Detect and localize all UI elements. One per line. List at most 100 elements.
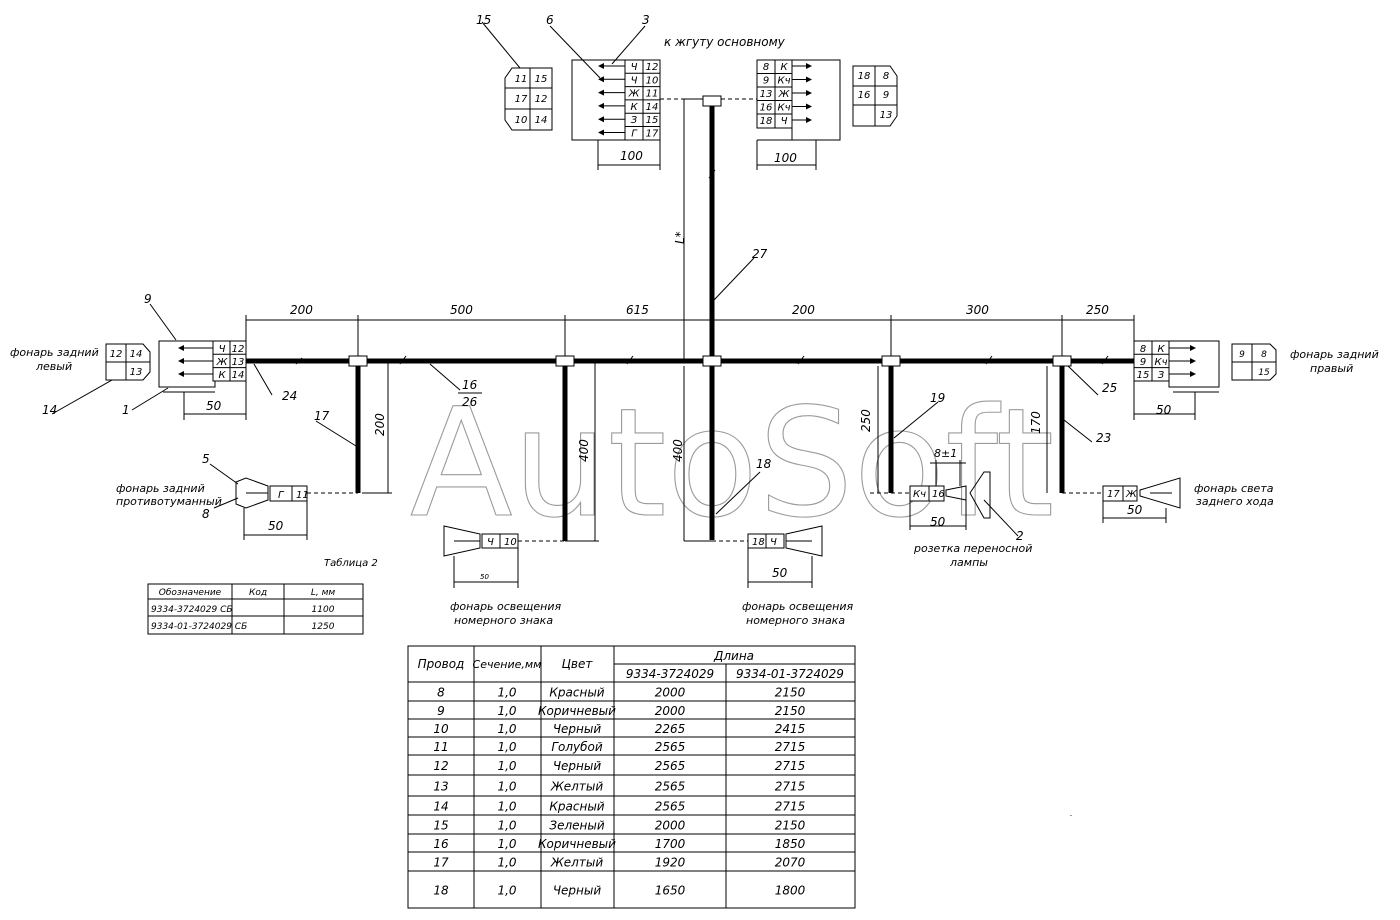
- pinout-14-cell: 12: [110, 349, 123, 360]
- wire-table-header: Провод: [418, 657, 465, 671]
- header-label: к жгуту основному: [664, 35, 786, 49]
- wire-table-cell: 2150: [775, 819, 806, 833]
- wire-table-cell: 2565: [655, 740, 686, 754]
- dim-top-6: 250: [1086, 303, 1109, 317]
- wire-table-cell: Коричневый: [538, 704, 616, 718]
- connector-pin: 12: [232, 344, 245, 355]
- table2-header: Обозначение: [159, 588, 222, 598]
- wire-table-cell: Черный: [553, 722, 602, 736]
- lamp-fog-1: фонарь задний: [116, 482, 205, 495]
- callout-8: 8: [202, 507, 210, 521]
- pinout-rear-right-cell: 15: [1258, 368, 1270, 378]
- dim-chain-top: [245, 315, 1135, 356]
- plug-fog-code: Г: [278, 490, 285, 501]
- pinout-14-cell: 14: [130, 349, 143, 360]
- dim-plate-right: 50: [772, 566, 788, 580]
- wire-table-cell: Желтый: [550, 856, 603, 870]
- wire-table-cell: 1650: [655, 884, 686, 898]
- wire-table-cell: 1,0: [497, 780, 516, 794]
- plug-plate-left-pin: 10: [504, 537, 517, 548]
- wire-arrow: [1190, 358, 1196, 364]
- connector-pin: 9: [1140, 357, 1146, 368]
- wire-table-frame: [407, 645, 856, 909]
- connector-code: К: [1157, 344, 1165, 355]
- lamp-plate-left-1: фонарь освещения: [450, 600, 562, 613]
- wire-table-cell: 2150: [775, 686, 806, 700]
- wire-table-cell: 17: [433, 856, 449, 870]
- wire-table-cell: 1,0: [497, 740, 516, 754]
- pinout-15-cell: 12: [535, 94, 548, 105]
- wire-arrow: [1190, 345, 1196, 351]
- table2-cell: 1250: [312, 622, 335, 632]
- callout-27: 27: [752, 247, 768, 261]
- dim-top-2: 500: [450, 303, 473, 317]
- dim-top-5: 300: [966, 303, 989, 317]
- connector-code: Ж: [628, 89, 641, 100]
- wire-table-cell: 1920: [655, 856, 686, 870]
- wire-table-cell: 2070: [775, 856, 806, 870]
- pinout-rear-right-cell: 8: [1261, 350, 1267, 360]
- wire-arrow: [178, 358, 184, 364]
- dim-top-1: 200: [290, 303, 313, 317]
- dim-socket: 50: [930, 515, 946, 529]
- watermark: AutoSoft: [410, 377, 1054, 551]
- pinout-right-cell: 9: [883, 90, 889, 101]
- wire-table-cell: 1,0: [497, 722, 516, 736]
- wire-arrow: [598, 63, 604, 69]
- dim-socket-pin: 8±1: [934, 447, 957, 460]
- plug-fog: [235, 477, 308, 509]
- callout-26: 26: [462, 395, 478, 409]
- plug-socket-pin: 16: [932, 489, 945, 500]
- dim-reverse: 50: [1127, 503, 1143, 517]
- table2-cell: 9334-3724029 СБ: [151, 605, 233, 615]
- wire-arrow: [806, 103, 812, 110]
- callout-5: 5: [202, 452, 210, 466]
- callout-1: 1: [122, 403, 130, 417]
- plug-plate-right-pin: 18: [752, 537, 765, 548]
- lamp-reverse-1: фонарь света: [1194, 482, 1274, 495]
- wire-table-cell: 1,0: [497, 759, 516, 773]
- dim-branch17: 200: [373, 413, 387, 436]
- lamp-socket-2: лампы: [949, 556, 988, 569]
- wire-table-cell: 12: [433, 759, 448, 773]
- wire-table-cell: 2000: [655, 819, 686, 833]
- wire-arrow: [598, 116, 604, 123]
- table2-title: Таблица 2: [324, 557, 378, 569]
- wire-table-cell: 1800: [775, 884, 806, 898]
- lamp-rear-left-2: левый: [35, 360, 72, 373]
- lamp-plate-left-2: номерного знака: [454, 614, 553, 627]
- pinout-15-cell: 17: [515, 94, 528, 105]
- wire-table-header: 9334-3724029: [626, 667, 714, 681]
- pinout-rear-right-cell: 9: [1239, 350, 1245, 360]
- wire-arrow: [806, 90, 812, 96]
- wire-table-cell: 2565: [655, 780, 686, 794]
- callout-15: 15: [476, 13, 491, 27]
- wire-table-cell: 1,0: [497, 856, 516, 870]
- table2-header: Код: [249, 588, 267, 598]
- callout-18: 18: [756, 457, 772, 471]
- wire-table-cell: Красный: [549, 686, 604, 700]
- plug-plate-left: [443, 525, 519, 557]
- pinout-14-cell: 13: [130, 367, 143, 378]
- dim-fog: 50: [268, 519, 284, 533]
- dim-plate-left: 50: [480, 573, 489, 581]
- pinout-15-cell: 11: [515, 74, 528, 85]
- connector-code: К: [218, 370, 226, 381]
- wire-table-cell: Коричневый: [538, 837, 616, 851]
- lamp-plate-right-2: номерного знака: [746, 614, 845, 627]
- wire-table-cell: 1,0: [497, 837, 516, 851]
- wire-table-cell: 9: [437, 704, 445, 718]
- pinout-right-cell: 13: [880, 110, 893, 121]
- wire-table-cell: Голубой: [551, 740, 603, 754]
- wire-table-header: 9334-01-3724029: [736, 667, 844, 681]
- connector-code: Кч: [777, 103, 790, 114]
- plug-socket-code: Кч: [913, 489, 926, 500]
- lamp-reverse-2: заднего хода: [1196, 495, 1274, 508]
- connector-code: Ж: [778, 89, 791, 100]
